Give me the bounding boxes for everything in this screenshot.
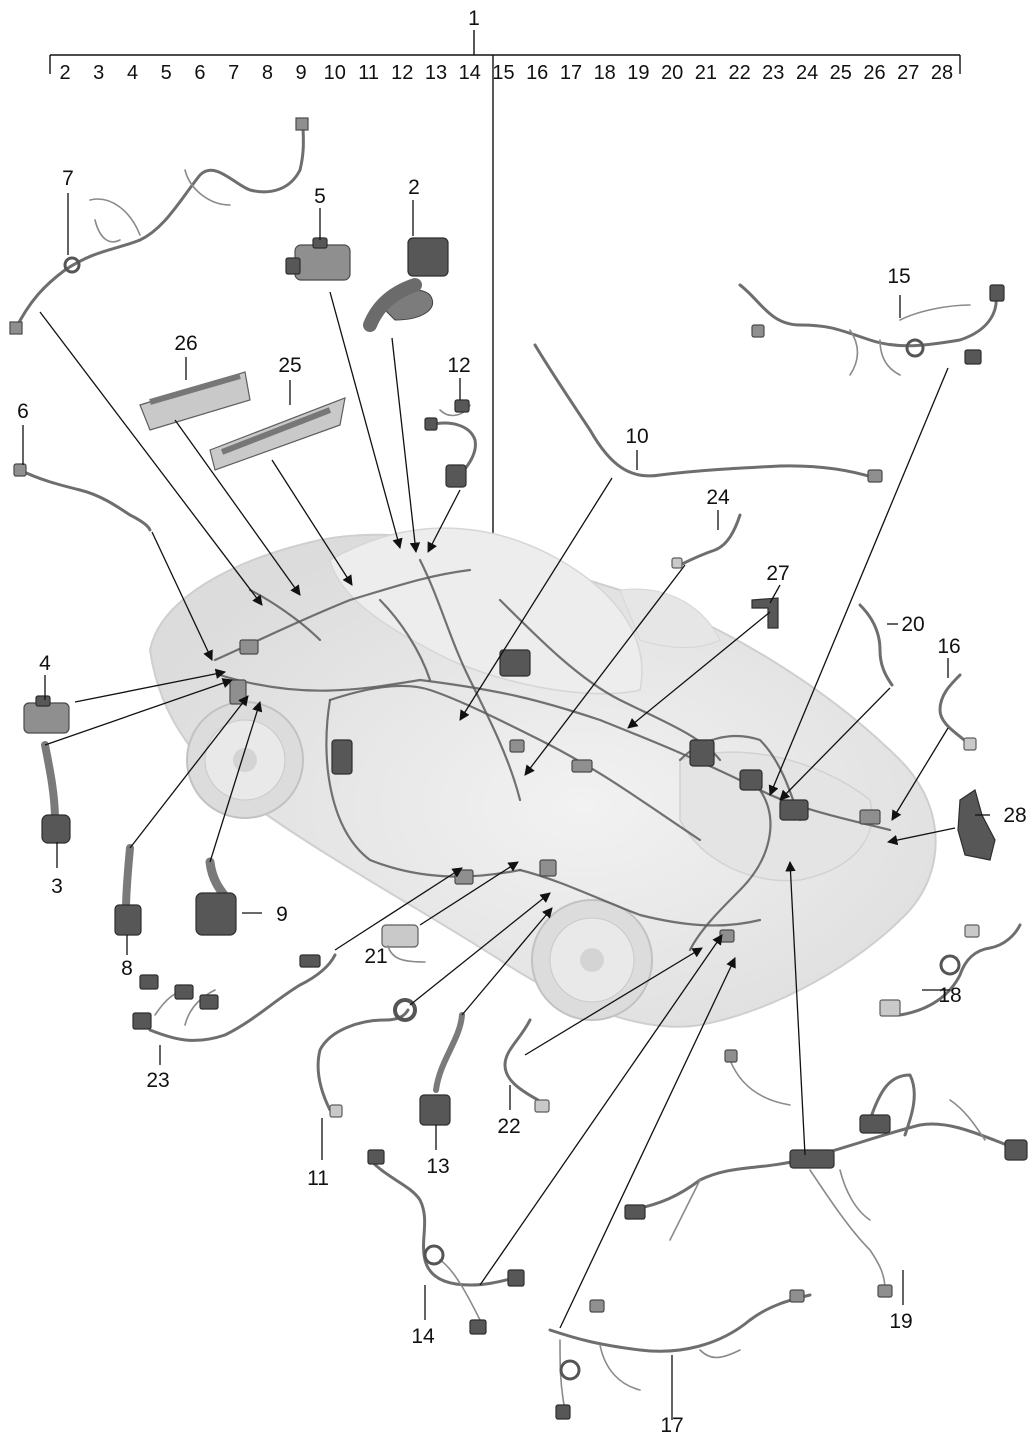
range-label: 22	[728, 62, 750, 84]
range-label: 5	[161, 62, 172, 84]
callout-26: 26	[174, 332, 197, 355]
callout-25: 25	[278, 354, 301, 377]
range-label: 27	[897, 62, 919, 84]
part-19-harness	[624, 1049, 1028, 1298]
callout-28: 28	[1003, 804, 1026, 827]
car-body	[148, 527, 937, 1028]
part-21-connector	[381, 924, 426, 963]
part-24-cable	[671, 513, 742, 569]
range-label: 7	[228, 62, 239, 84]
range-label: 3	[93, 62, 104, 84]
range-label: 15	[492, 62, 514, 84]
range-label: 6	[194, 62, 205, 84]
range-label: 25	[830, 62, 852, 84]
range-label: 20	[661, 62, 683, 84]
part-14-harness	[367, 1149, 525, 1335]
part-6-harness	[13, 463, 152, 532]
callout-5: 5	[314, 185, 326, 208]
part-16-cable	[938, 673, 977, 751]
callout-18: 18	[938, 984, 961, 1007]
part-23-harness	[132, 953, 337, 1042]
callout-2: 2	[408, 176, 420, 199]
callout-11: 11	[307, 1167, 329, 1190]
part-17-harness	[548, 1289, 812, 1420]
callout-labels: 2 3 4 5 6 7 8 9 10 11 12 13 14 15 16 17 …	[17, 167, 1027, 1437]
part-28-bracket	[957, 789, 996, 861]
leader-arrows	[22, 193, 990, 1420]
callout-4: 4	[39, 652, 51, 675]
part-10-harness	[533, 343, 883, 483]
range-label: 12	[391, 62, 413, 84]
range-label: 17	[560, 62, 582, 84]
part-22-cable	[503, 1018, 550, 1113]
range-label: 8	[262, 62, 273, 84]
range-label: 18	[594, 62, 616, 84]
range-label: 26	[863, 62, 885, 84]
part-26-bracket	[139, 371, 251, 431]
range-label: 9	[296, 62, 307, 84]
part-4-sensor	[23, 695, 70, 734]
range-label: 11	[358, 62, 379, 84]
part-9-connector	[195, 857, 237, 936]
callout-7: 7	[62, 167, 74, 190]
range-label: 16	[526, 62, 548, 84]
part-25-bracket	[209, 397, 346, 471]
callout-24: 24	[706, 486, 730, 509]
part-13-connector	[419, 1012, 465, 1126]
range-label: 2	[59, 62, 70, 84]
part-27-bracket	[751, 597, 779, 629]
part-3-sensor	[41, 741, 71, 844]
callout-10: 10	[625, 425, 648, 448]
callout-13: 13	[426, 1155, 449, 1178]
callout-8: 8	[121, 957, 133, 980]
callout-21: 21	[364, 945, 387, 968]
range-label: 19	[627, 62, 649, 84]
callout-23: 23	[146, 1069, 169, 1092]
callout-27: 27	[766, 562, 789, 585]
part-8-connector	[114, 844, 142, 936]
range-label: 10	[324, 62, 346, 84]
range-label: 28	[931, 62, 953, 84]
part-7-harness	[9, 117, 309, 335]
part-20-cable	[858, 603, 894, 687]
callout-9: 9	[276, 903, 288, 926]
range-label: 13	[425, 62, 447, 84]
rear-wheel	[531, 899, 653, 1021]
callout-12: 12	[447, 354, 470, 377]
label-main: 1	[468, 7, 480, 30]
range-label: 14	[459, 62, 481, 84]
front-wheel	[186, 701, 304, 819]
callout-17: 17	[660, 1414, 683, 1437]
callout-22: 22	[497, 1115, 520, 1138]
range-label: 4	[127, 62, 138, 84]
part-2-grommet	[363, 237, 449, 332]
part-5-sensor	[285, 237, 351, 281]
part-11-cable	[316, 998, 417, 1118]
callout-15: 15	[887, 265, 910, 288]
range-label: 24	[796, 62, 818, 84]
callout-14: 14	[411, 1325, 435, 1348]
callout-19: 19	[889, 1310, 912, 1333]
range-label: 23	[762, 62, 784, 84]
part-15-harness	[738, 283, 1005, 376]
part-18-cable	[879, 923, 1022, 1017]
callout-16: 16	[937, 635, 960, 658]
callout-3: 3	[51, 875, 63, 898]
main-harness	[213, 558, 892, 952]
part-12-harness	[424, 399, 477, 488]
range-label: 21	[695, 62, 717, 84]
callout-6: 6	[17, 400, 29, 423]
callout-20: 20	[901, 613, 924, 636]
